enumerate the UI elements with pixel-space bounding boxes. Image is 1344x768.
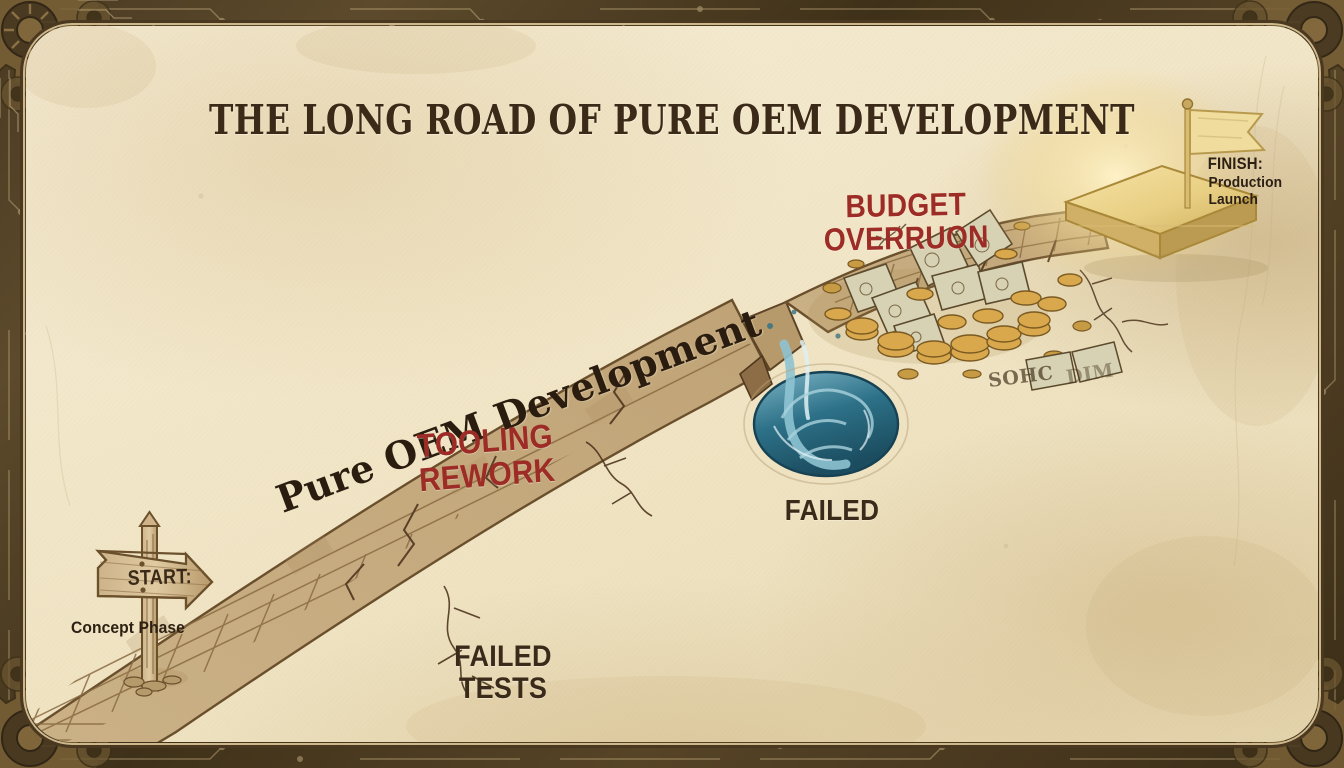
hazard-label-failed-tests: FAILED TESTS	[454, 640, 552, 705]
inner-frame-line	[20, 20, 1324, 748]
page-title: THE LONG ROAD OF PURE OEM DEVELOPMENT	[209, 96, 1135, 144]
parchment-panel: THE LONG ROAD OF PURE OEM DEVELOPMENT Pu…	[26, 26, 1318, 742]
money-pile-icon	[808, 208, 1123, 391]
hazard-label-failed: FAILED	[784, 495, 880, 527]
ground-crack-icon	[437, 441, 653, 693]
paper-stains	[26, 26, 1318, 742]
road-crack-icon	[344, 371, 627, 601]
start-caption: Concept Phase	[70, 618, 185, 637]
finish-label: FINISH:	[1207, 154, 1263, 173]
illustration-artwork	[26, 66, 1268, 742]
banknote-icon	[1025, 341, 1123, 391]
text-layer: THE LONG ROAD OF PURE OEM DEVELOPMENT Pu…	[26, 26, 1318, 742]
signpost-icon	[95, 510, 214, 697]
water-hazard	[739, 300, 909, 485]
finish-platform-icon	[976, 66, 1268, 286]
finish-caption: Production Launch	[1208, 174, 1283, 208]
